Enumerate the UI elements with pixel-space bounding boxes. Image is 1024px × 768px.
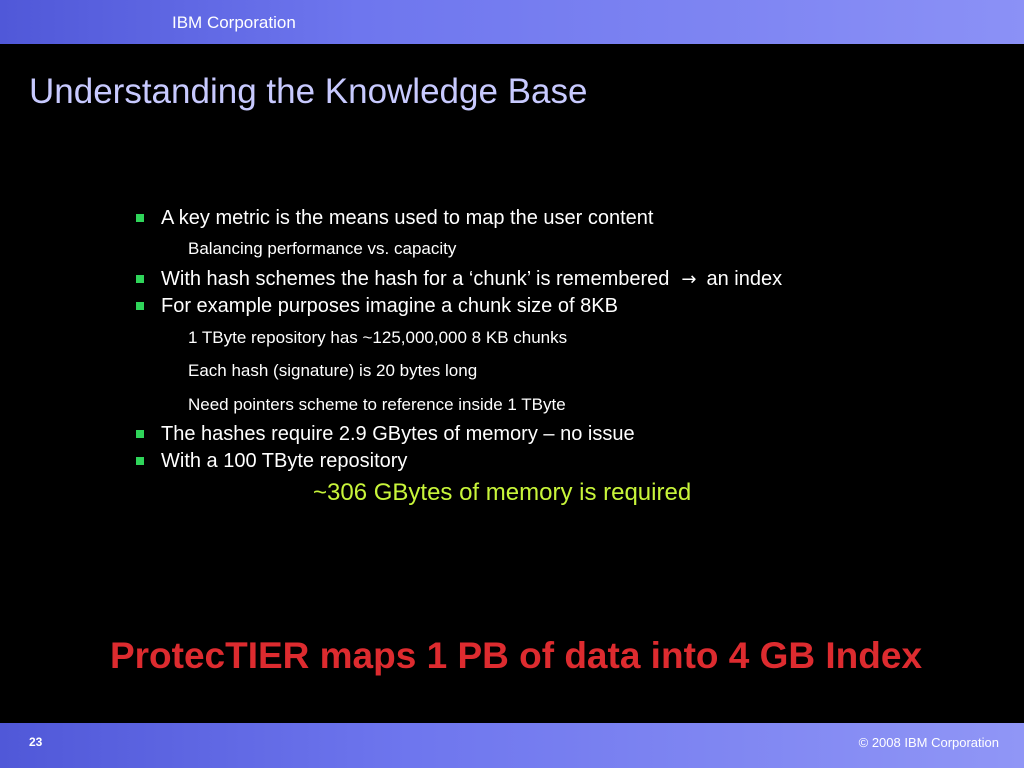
sub-item: Balancing performance vs. capacity — [188, 239, 456, 259]
sub-item-text: Need pointers scheme to reference inside… — [188, 395, 566, 414]
bullet-square-icon — [136, 302, 144, 310]
bullet-item: With hash schemes the hash for a ‘chunk’… — [136, 267, 783, 292]
bullet-item: The hashes require 2.9 GBytes of memory … — [136, 422, 635, 446]
page-number: 23 — [29, 735, 43, 749]
right-arrow-icon: → — [681, 269, 697, 290]
bullet-square-icon — [136, 214, 144, 222]
sub-item-text: Balancing performance vs. capacity — [188, 239, 457, 258]
bullet-text: The hashes require 2.9 GBytes of memory … — [161, 423, 635, 445]
sub-item: Each hash (signature) is 20 bytes long — [188, 361, 477, 381]
bullet-square-icon — [136, 275, 144, 283]
sub-item: 1 TByte repository has ~125,000,000 8 KB… — [188, 328, 567, 348]
slide-title: Understanding the Knowledge Base — [29, 72, 588, 111]
company-name: IBM Corporation — [172, 13, 296, 32]
bullet-item: A key metric is the means used to map th… — [136, 206, 654, 230]
copyright-text: © 2008 IBM Corporation — [858, 735, 999, 750]
bullet-text: A key metric is the means used to map th… — [161, 207, 654, 229]
sub-item-text: Each hash (signature) is 20 bytes long — [188, 361, 478, 380]
bullet-square-icon — [136, 457, 144, 465]
footer-bar: 23 © 2008 IBM Corporation — [0, 723, 1024, 768]
sub-item: Need pointers scheme to reference inside… — [188, 395, 566, 415]
headline-callout: ProtecTIER maps 1 PB of data into 4 GB I… — [109, 635, 923, 676]
bullet-text: With hash schemes the hash for a ‘chunk’… — [161, 268, 670, 290]
header-bar: IBM Corporation — [0, 0, 1024, 44]
bullet-item: With a 100 TByte repository — [136, 449, 408, 473]
bullet-item: For example purposes imagine a chunk siz… — [136, 294, 618, 318]
bullet-square-icon — [136, 430, 144, 438]
bullet-text: With a 100 TByte repository — [161, 450, 408, 472]
sub-item-text: 1 TByte repository has ~125,000,000 8 KB… — [188, 328, 568, 347]
memory-highlight: ~306 GBytes of memory is required — [313, 479, 692, 506]
bullet-text-tail: an index — [706, 268, 783, 290]
bullet-text: For example purposes imagine a chunk siz… — [161, 295, 618, 317]
